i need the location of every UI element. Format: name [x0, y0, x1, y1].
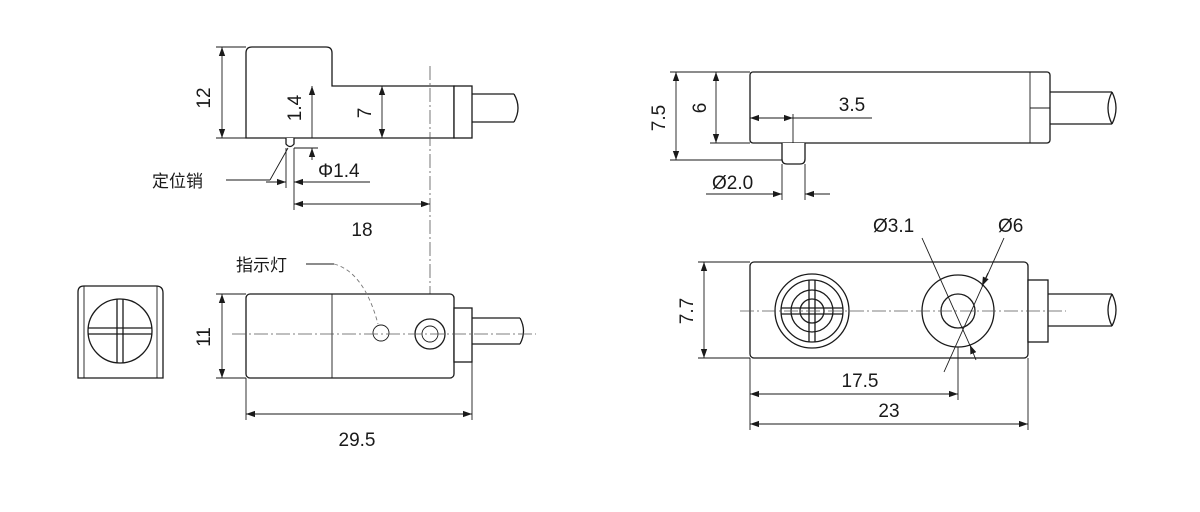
- dim-length-29-5: 29.5: [339, 430, 376, 451]
- dim-counterbore-diameter-6: Ø6: [998, 216, 1023, 237]
- dim-pin-diameter: Φ1.4: [318, 161, 360, 182]
- dim-height-7: 7: [355, 108, 376, 119]
- indicator-label: 指示灯: [236, 256, 287, 276]
- top-view-cable: [472, 317, 525, 345]
- dim-pin-diameter-2-0: Ø2.0: [712, 173, 753, 194]
- dim-hole-offset-17-5: 17.5: [842, 371, 879, 392]
- dim-pin-height-1-4: 1.4: [285, 94, 306, 121]
- locating-pin-label: 定位销: [152, 172, 203, 192]
- right-top-cable: [1050, 91, 1117, 125]
- indicator-light: [372, 324, 390, 342]
- side-view-locating-pin: [285, 138, 295, 148]
- dim-length-23: 23: [878, 401, 899, 422]
- end-view-outline: [77, 285, 164, 379]
- dim-pin-offset-18: 18: [351, 220, 372, 241]
- end-view: [77, 285, 164, 379]
- top-view-cable-collar: [453, 307, 473, 363]
- end-view-sensing-face: [87, 298, 153, 364]
- end-view-cross-mark: [88, 299, 152, 363]
- dim-height-7-5: 7.5: [649, 105, 670, 131]
- side-view-body: [245, 46, 455, 139]
- right-front-view: Ø3.1 Ø6 7.7 17.5 23: [677, 216, 1117, 430]
- side-view: 12 1.4 7 Φ1.4 定位销 18: [152, 46, 519, 345]
- dim-height-12: 12: [194, 87, 215, 108]
- top-view-body: [245, 293, 455, 379]
- side-view-cable: [472, 93, 519, 123]
- dim-offset-3-5: 3.5: [839, 95, 865, 116]
- dim-hole-diameter-3-1: Ø3.1: [873, 216, 914, 237]
- dim-height-6: 6: [690, 103, 711, 114]
- dim-height-7-7: 7.7: [677, 298, 698, 324]
- right-top-body: [749, 71, 1051, 144]
- right-top-locating-pin: [781, 143, 806, 165]
- top-view: 指示灯 11 29.5: [194, 256, 536, 451]
- side-view-cable-collar: [453, 85, 473, 139]
- right-top-view: 7.5 6 3.5 Ø2.0: [649, 71, 1117, 200]
- right-front-cable: [1048, 293, 1117, 327]
- dim-height-11: 11: [194, 327, 215, 347]
